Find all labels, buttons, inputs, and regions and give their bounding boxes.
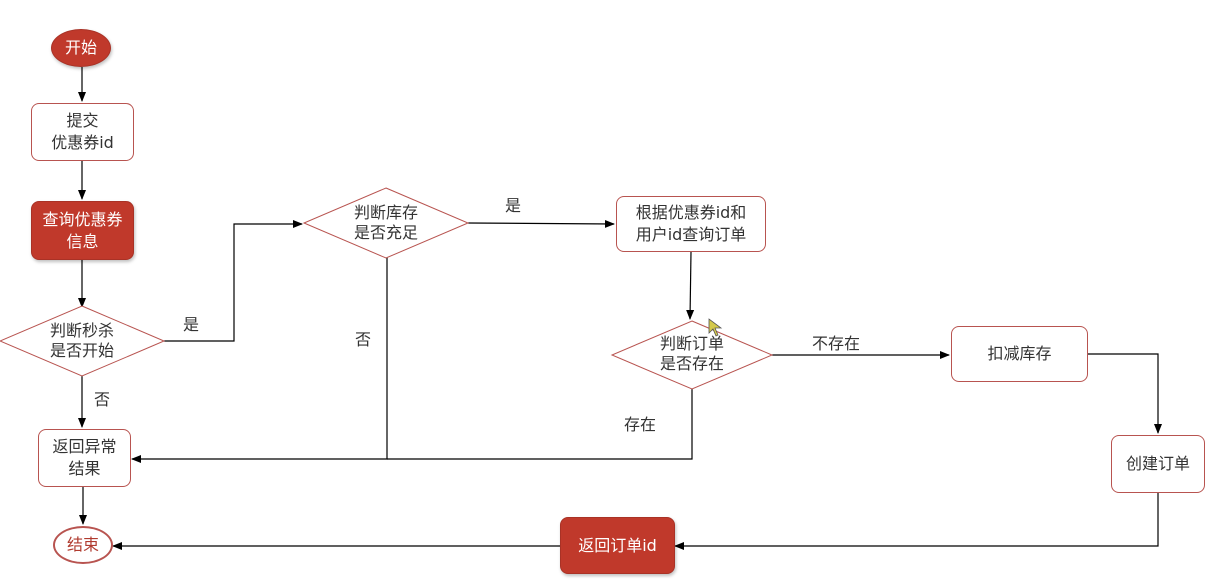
decision-stock-shape — [302, 187, 470, 259]
submit-node: 提交 优惠券id — [31, 103, 134, 161]
submit-label: 提交 优惠券id — [51, 111, 114, 152]
query-coupon-label: 查询优惠券 信息 — [42, 209, 123, 251]
edge-label-exist: 存在 — [624, 415, 657, 434]
return-order-id-label: 返回订单id — [578, 535, 657, 555]
edge-label-not-exist: 不存在 — [812, 334, 861, 353]
edge-label-start-no: 否 — [94, 390, 111, 409]
check-stock-decision: 判断库存 是否充足 — [334, 200, 438, 246]
return-error-label: 返回异常 结果 — [52, 437, 117, 478]
check-stock-label: 判断库存 是否充足 — [353, 203, 418, 242]
deduct-stock-label: 扣减库存 — [987, 344, 1052, 363]
edge-label-stock-yes: 是 — [505, 196, 522, 215]
edge-create-returnid — [674, 493, 1159, 550]
edge-label-start-yes: 是 — [183, 315, 200, 334]
query-order-label: 根据优惠券id和 用户id查询订单 — [635, 203, 747, 244]
decision-start-shape — [0, 305, 166, 377]
query-coupon-node: 查询优惠券 信息 — [31, 201, 134, 260]
deduct-stock-node: 扣减库存 — [951, 326, 1088, 382]
check-start-decision: 判断秒杀 是否开始 — [30, 318, 134, 364]
check-start-label: 判断秒杀 是否开始 — [49, 321, 114, 360]
edge-queryorder-checkorder — [686, 251, 695, 320]
mouse-cursor-icon — [708, 318, 723, 337]
edge-label-stock-no: 否 — [355, 330, 372, 349]
query-order-node: 根据优惠券id和 用户id查询订单 — [616, 196, 766, 252]
end-node: 结束 — [53, 526, 113, 564]
edge-checkstart-yes — [164, 220, 303, 342]
return-error-node: 返回异常 结果 — [38, 429, 131, 487]
start-label: 开始 — [64, 38, 97, 57]
return-order-id-node: 返回订单id — [560, 517, 675, 574]
decision-order-shape — [610, 320, 774, 390]
edge-checkstock-yes — [467, 219, 615, 228]
check-order-decision: 判断订单 是否存在 — [640, 331, 744, 377]
create-order-label: 创建订单 — [1125, 454, 1190, 473]
edge-checkorder-exist — [387, 387, 693, 460]
start-node: 开始 — [51, 29, 111, 67]
edge-deduct-create — [1088, 353, 1162, 434]
end-label: 结束 — [66, 535, 99, 554]
check-order-label: 判断订单 是否存在 — [659, 334, 724, 373]
create-order-node: 创建订单 — [1111, 435, 1205, 493]
edge-checkstock-no — [131, 257, 388, 463]
